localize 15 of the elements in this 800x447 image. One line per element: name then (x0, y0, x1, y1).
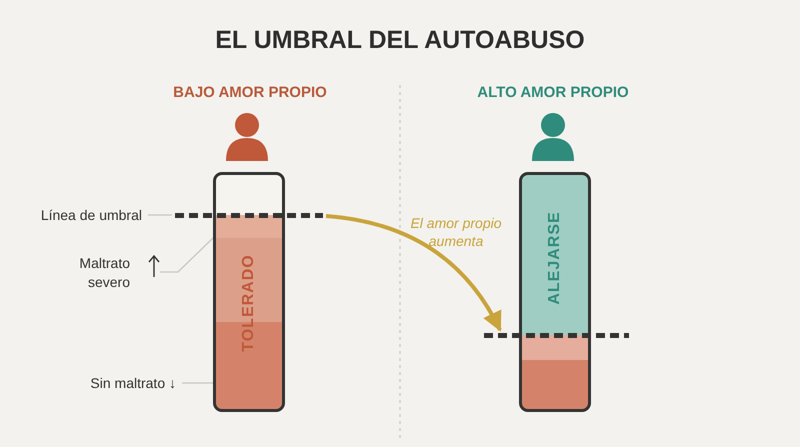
leader-line (160, 238, 214, 273)
side-label: Sin maltrato ↓ (40, 374, 176, 393)
leader-line (182, 382, 213, 384)
side-label: Maltrato severo (60, 254, 130, 292)
tube (519, 172, 591, 412)
tube (213, 172, 285, 412)
tube-label: ALEJARSE (546, 211, 564, 305)
curved-arrow (326, 214, 502, 332)
leader-line (148, 214, 172, 216)
edge-label: El amor propio aumenta (409, 214, 503, 250)
column-heading: BAJO AMOR PROPIO (173, 84, 327, 101)
column-heading: ALTO AMOR PROPIO (477, 84, 629, 101)
title: EL UMBRAL DEL AUTOABUSO (214, 26, 586, 55)
side-label: Línea de umbral (28, 206, 142, 225)
tube-label: TOLERADO (240, 254, 258, 352)
